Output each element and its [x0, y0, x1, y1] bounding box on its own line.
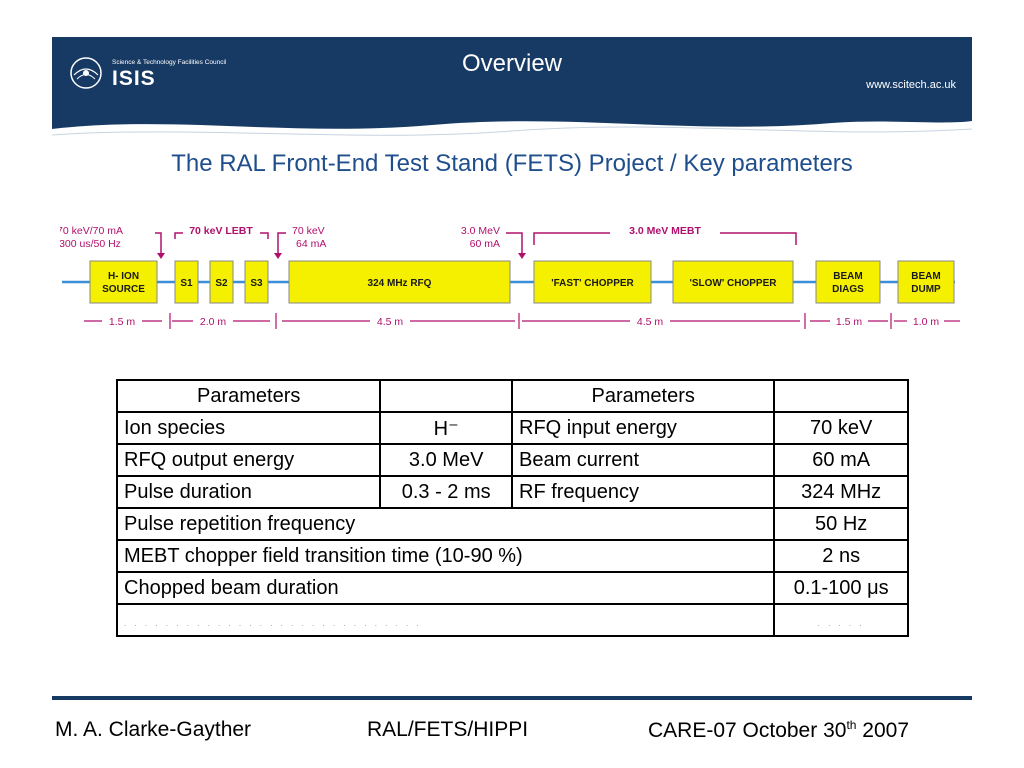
block-s3: S3	[244, 260, 269, 304]
table-cell-value: 324 MHz	[773, 475, 909, 509]
dimension-mebt: 4.5 m	[637, 316, 664, 328]
table-cell-param: Pulse repetition frequency	[115, 507, 776, 541]
parameters-table: Parameters Parameters Ion species H⁻ RFQ…	[115, 379, 909, 637]
block-ion-source-label1: H- ION	[108, 271, 139, 282]
slide-subtitle: The RAL Front-End Test Stand (FETS) Proj…	[171, 150, 853, 177]
footer-date-prefix: CARE-07 October 30	[648, 719, 847, 742]
mebt-bracket	[533, 232, 797, 245]
block-s1-label: S1	[180, 278, 193, 289]
table-cell-param: RF frequency	[510, 475, 776, 509]
block-slow-chopper: 'SLOW' CHOPPER	[672, 260, 794, 304]
table-cell-param: RFQ input energy	[510, 411, 776, 445]
annotation-source-line2: 300 us/50 Hz	[60, 238, 121, 250]
footer-divider	[52, 696, 972, 700]
table-header-cell	[773, 379, 909, 413]
block-s2-label: S2	[215, 278, 228, 289]
annotation-rfq-in-line2: 64 mA	[296, 238, 326, 250]
block-beam-diags: BEAM DIAGS	[815, 260, 881, 304]
table-cell-param: Beam current	[510, 443, 776, 477]
table-cell-value: 2 ns	[773, 539, 909, 573]
banner-wave-decoration	[52, 121, 972, 147]
annotation-rfq-in-line1: 70 keV	[292, 225, 325, 237]
table-cell-param: Pulse duration	[115, 475, 382, 509]
slide-title: Overview	[461, 50, 563, 77]
block-fast-chopper: 'FAST' CHOPPER	[533, 260, 652, 304]
table-cell-value: 50 Hz	[773, 507, 909, 541]
table-cell-value: 3.0 MeV	[379, 443, 513, 477]
table-row: Ion species H⁻ RFQ input energy 70 keV	[115, 411, 909, 445]
header-banner: Science & Technology Facilities Council …	[52, 37, 972, 147]
table-cell-value: 60 mA	[773, 443, 909, 477]
annotation-source-line1: 70 keV/70 mA	[60, 225, 123, 237]
site-url: www.scitech.ac.uk	[866, 79, 956, 91]
table-cell-param: Chopped beam duration	[115, 571, 776, 605]
block-beam-diags-label1: BEAM	[833, 271, 862, 282]
table-header-cell	[379, 379, 513, 413]
block-beam-dump-label2: DUMP	[911, 284, 941, 295]
table-cell-param: MEBT chopper field transition time (10-9…	[115, 539, 776, 573]
block-beam-dump: BEAM DUMP	[897, 260, 955, 304]
table-cell-faint: . . . . .	[773, 603, 909, 637]
block-ion-source-label2: SOURCE	[102, 284, 145, 295]
block-s3-label: S3	[250, 278, 263, 289]
table-row: RFQ output energy 3.0 MeV Beam current 6…	[115, 443, 909, 477]
table-cell-param: RFQ output energy	[115, 443, 382, 477]
block-fast-chopper-label: 'FAST' CHOPPER	[551, 278, 634, 289]
annotation-rfq-out-line1: 3.0 MeV	[461, 225, 500, 237]
dimension-lebt: 2.0 m	[200, 316, 227, 328]
table-cell-faint: . . . . . . . . . . . . . . . . . . . . …	[115, 603, 776, 637]
table-cell-param: Ion species	[115, 411, 382, 445]
block-rfq: 324 MHz RFQ	[288, 260, 511, 304]
table-cell-value: 0.1-100 μs	[773, 571, 909, 605]
table-row: MEBT chopper field transition time (10-9…	[115, 539, 909, 573]
block-beam-diags-label2: DIAGS	[832, 284, 864, 295]
footer-date-sup: th	[846, 718, 857, 732]
table-cell-value: 0.3 - 2 ms	[379, 475, 513, 509]
block-beam-dump-label1: BEAM	[911, 271, 940, 282]
isis-logo-icon	[70, 57, 102, 89]
table-row-faint: . . . . . . . . . . . . . . . . . . . . …	[115, 603, 909, 637]
annotation-lebt: 70 keV LEBT	[189, 225, 253, 237]
block-rfq-label: 324 MHz RFQ	[368, 278, 432, 289]
dimension-dump: 1.0 m	[913, 316, 940, 328]
fets-beamline-diagram: H- ION SOURCE S1 S2 S3 324 MHz RFQ 'FAST…	[60, 225, 960, 329]
dimension-rfq: 4.5 m	[377, 316, 404, 328]
annotation-mebt: 3.0 MeV MEBT	[629, 225, 701, 237]
table-header-row: Parameters Parameters	[115, 379, 909, 413]
table-header-cell: Parameters	[510, 379, 776, 413]
table-cell-value: H⁻	[379, 411, 513, 445]
annotation-rfq-out-line2: 60 mA	[470, 238, 500, 250]
footer-date-suffix: 2007	[856, 719, 910, 742]
block-slow-chopper-label: 'SLOW' CHOPPER	[690, 278, 778, 289]
annotation-rfq-out-arrow	[506, 232, 523, 257]
annotation-source-arrow	[155, 232, 162, 257]
block-s2: S2	[209, 260, 234, 304]
footer-author: M. A. Clarke-Gayther	[55, 718, 252, 741]
table-row: Pulse repetition frequency 50 Hz	[115, 507, 909, 541]
table-cell-value: 70 keV	[773, 411, 909, 445]
lebt-bracket	[174, 232, 269, 239]
table-row: Pulse duration 0.3 - 2 ms RF frequency 3…	[115, 475, 909, 509]
footer-center: RAL/FETS/HIPPI	[367, 718, 529, 741]
isis-logo: Science & Technology Facilities Council …	[68, 53, 288, 97]
dimension-source: 1.5 m	[109, 316, 136, 328]
logo-council-text: Science & Technology Facilities Council	[112, 59, 227, 66]
table-row: Chopped beam duration 0.1-100 μs	[115, 571, 909, 605]
block-ion-source: H- ION SOURCE	[89, 260, 158, 304]
dimension-diags: 1.5 m	[836, 316, 863, 328]
block-s1: S1	[174, 260, 199, 304]
dimension-line	[84, 313, 960, 329]
footer-date: CARE-07 October 30th 2007	[648, 718, 909, 743]
table-header-cell: Parameters	[115, 379, 382, 413]
logo-isis-text: ISIS	[112, 67, 156, 90]
annotation-rfq-in-arrow	[277, 232, 286, 257]
